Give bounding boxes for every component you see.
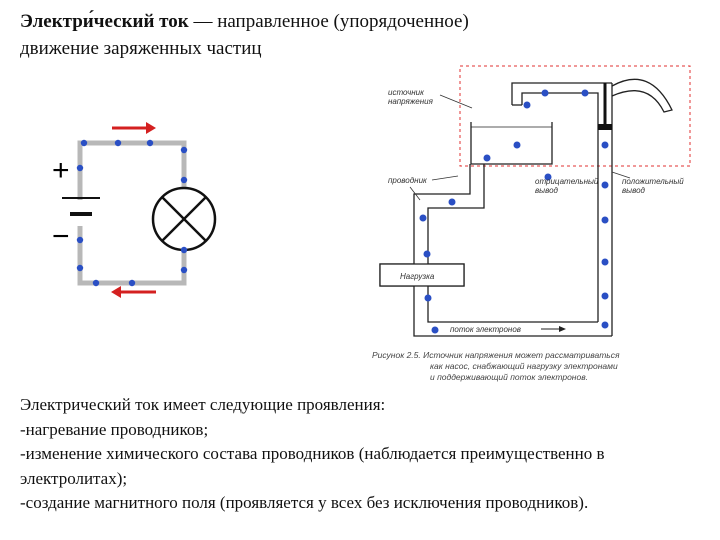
negative-label-1: отрицательный — [535, 177, 599, 186]
source-label-2: напряжения — [388, 97, 434, 106]
pump-piston — [598, 124, 612, 130]
figure-caption-2: как насос, снабжающий нагрузку электрона… — [430, 361, 618, 371]
electron — [544, 173, 552, 181]
electron — [601, 292, 609, 300]
tank — [470, 122, 553, 165]
electron — [601, 181, 609, 189]
load-box — [379, 263, 465, 287]
current-arrow-bottom — [111, 286, 156, 298]
electron — [523, 101, 531, 109]
title-term: Электри́ческий ток — [20, 11, 189, 32]
positive-label-2: вывод — [622, 186, 646, 195]
electron — [419, 214, 427, 222]
electron — [601, 216, 609, 224]
electron — [80, 139, 88, 147]
electron — [92, 279, 100, 287]
manifestations-text: Электрический ток имеет следующие проявл… — [20, 393, 715, 516]
electron — [128, 279, 136, 287]
electron — [448, 198, 456, 206]
electron — [431, 326, 439, 334]
voltage-source-box — [459, 65, 691, 167]
conductors-label: проводник — [388, 176, 428, 185]
electron — [424, 294, 432, 302]
figure-caption-1: Рисунок 2.5. Источник напряжения может р… — [372, 350, 620, 360]
manifestation-chemical: -изменение химического состава проводник… — [20, 444, 605, 463]
electron — [180, 146, 188, 154]
electron — [601, 141, 609, 149]
electron — [76, 164, 84, 172]
title-line2: движение заряженных частиц — [20, 38, 262, 59]
electron — [114, 139, 122, 147]
electron — [513, 141, 521, 149]
electron — [483, 154, 491, 162]
plus-sign: + — [52, 154, 70, 187]
minus-sign: − — [52, 220, 70, 253]
slide-title: Электри́ческий ток — направленное (упоря… — [20, 8, 710, 62]
manifestation-magnetic: -создание магнитного поля (проявляется у… — [20, 493, 589, 512]
battery-symbol — [62, 197, 100, 216]
flow-label: поток электронов — [450, 325, 521, 334]
pipe-system — [379, 78, 673, 337]
electron — [180, 246, 188, 254]
electron — [76, 236, 84, 244]
lamp-icon — [151, 186, 217, 252]
source-label-1: источник — [388, 88, 425, 97]
electron — [76, 264, 84, 272]
manifestation-heating: -нагревание проводников; — [20, 419, 209, 439]
manifestation-chemical-cont: электролитах); — [20, 468, 128, 488]
electron — [581, 89, 589, 97]
electrons-left — [76, 139, 188, 287]
current-arrow-top — [112, 122, 156, 134]
title-definition: — направленное (упорядоченное) — [188, 11, 469, 32]
positive-label-1: положительный — [622, 177, 684, 186]
electron — [180, 266, 188, 274]
electrons-right — [419, 89, 609, 334]
electron — [180, 176, 188, 184]
electron — [423, 250, 431, 258]
manifestations-intro: Электрический ток имеет следующие проявл… — [20, 395, 386, 414]
electron — [601, 258, 609, 266]
negative-label-2: вывод — [535, 186, 559, 195]
electron — [146, 139, 154, 147]
electron — [601, 321, 609, 329]
load-label: Нагрузка — [400, 272, 435, 281]
electron — [541, 89, 549, 97]
figure-caption-3: и поддерживающий поток электронов. — [430, 372, 588, 382]
